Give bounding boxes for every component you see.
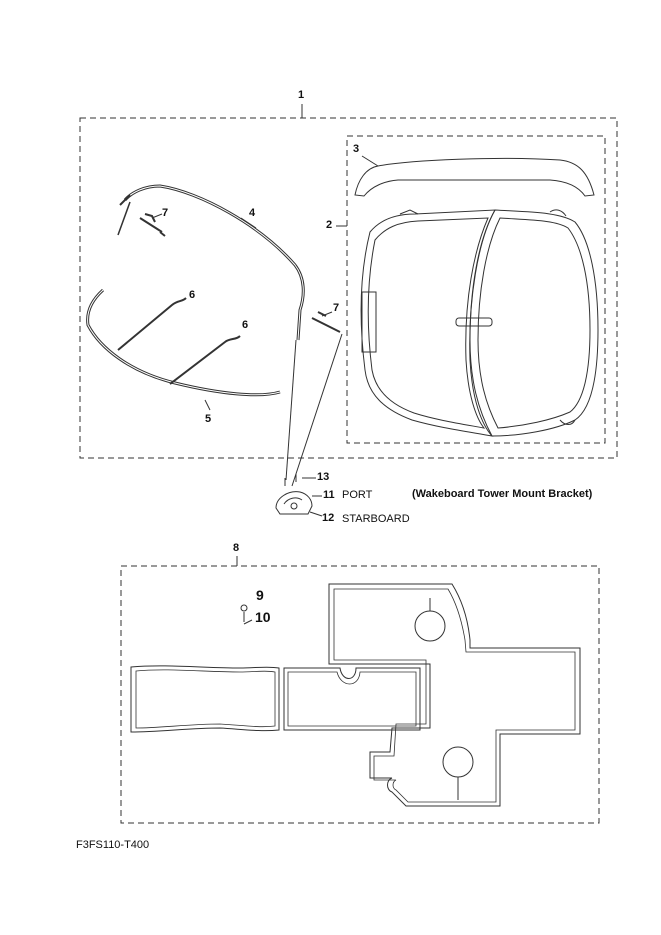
diagram-code: F3FS110-T400 — [76, 839, 150, 851]
callout-5: 5 — [205, 413, 212, 425]
part-4-frame — [123, 184, 305, 341]
callout-2: 2 — [326, 219, 333, 231]
part-8-mat-middle — [283, 667, 421, 731]
part-7-slider-upper — [139, 213, 166, 237]
part-2-canvas-right — [469, 209, 599, 437]
part-5-frame — [86, 288, 281, 397]
part-3-boot — [354, 157, 595, 197]
callout-7-upper: 7 — [162, 207, 169, 219]
callout-6-upper: 6 — [189, 289, 196, 301]
group-8-frame — [120, 565, 600, 824]
group-2-frame — [346, 135, 606, 444]
callout-8: 8 — [233, 542, 240, 554]
part-7-slider-lower — [311, 311, 341, 333]
note-starboard: STARBOARD — [342, 513, 410, 525]
group-1-frame — [79, 117, 618, 459]
part-8-mat-right — [328, 583, 581, 807]
part-2-canvas-left — [360, 209, 496, 437]
part-6-pole-upper — [117, 297, 187, 351]
part-9-fastener — [240, 604, 248, 612]
callout-3: 3 — [353, 143, 360, 155]
callout-11: 11 — [323, 489, 335, 501]
note-port: PORT — [342, 489, 373, 501]
callout-1: 1 — [298, 89, 305, 101]
callout-9: 9 — [256, 587, 264, 603]
callout-13: 13 — [317, 471, 330, 483]
callout-12: 12 — [322, 512, 335, 524]
part-6-pole-lower — [169, 335, 241, 385]
callout-10: 10 — [255, 609, 271, 625]
callout-4: 4 — [249, 207, 256, 219]
callout-6-lower: 6 — [242, 319, 249, 331]
callout-7-lower: 7 — [333, 302, 340, 314]
part-8-mat-left — [130, 665, 280, 733]
note-bracket: (Wakeboard Tower Mount Bracket) — [412, 488, 593, 500]
part-11-12-mount-bracket — [275, 491, 313, 515]
